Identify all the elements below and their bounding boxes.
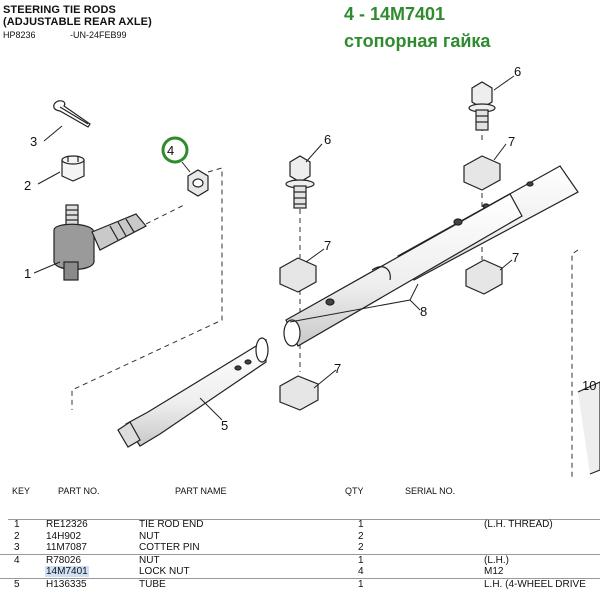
row-remarks: L.H. (4-WHEEL DRIVE bbox=[484, 578, 586, 590]
callout-6-left: 6 bbox=[324, 132, 331, 147]
callout-5: 5 bbox=[221, 418, 228, 433]
parts-table: 1 RE12326 TIE ROD END 1 (L.H. THREAD) 2 … bbox=[0, 519, 600, 590]
tie-rod-end-part[interactable] bbox=[53, 204, 147, 281]
callout-3: 3 bbox=[30, 134, 37, 149]
square-nut-4[interactable] bbox=[465, 259, 503, 295]
row-part-name: TIE ROD END bbox=[139, 519, 204, 530]
row-key: 2 bbox=[14, 530, 20, 542]
title-line-1: STEERING TIE RODS bbox=[3, 4, 116, 16]
table-row[interactable]: 2 14H902 NUT 2 bbox=[0, 531, 600, 543]
row-part-name: NUT bbox=[139, 554, 160, 566]
row-qty: 1 bbox=[358, 554, 364, 566]
row-part-name: LOCK NUT bbox=[139, 566, 190, 577]
row-part-name: NUT bbox=[139, 530, 160, 542]
row-key: 4 bbox=[14, 554, 20, 566]
bolt-part-left[interactable] bbox=[285, 155, 315, 209]
callout-7-bottom: 7 bbox=[334, 361, 341, 376]
row-qty: 2 bbox=[358, 542, 364, 553]
row-part-no: 11M7087 bbox=[46, 542, 87, 553]
row-part-name: COTTER PIN bbox=[139, 542, 200, 553]
row-remarks: M12 bbox=[484, 566, 504, 577]
row-part-no: 14H902 bbox=[46, 530, 82, 542]
column-header-qty: QTY bbox=[345, 486, 364, 496]
row-part-no-highlighted: 14M7401 bbox=[45, 566, 89, 577]
row-key: 5 bbox=[14, 578, 20, 590]
row-qty: 1 bbox=[358, 578, 364, 590]
selected-part-title: 4 - 14M7401 bbox=[344, 4, 446, 24]
diagram-title: STEERING TIE RODS (ADJUSTABLE REAR AXLE) bbox=[3, 4, 152, 28]
castle-nut-part[interactable] bbox=[61, 155, 85, 182]
row-part-no: H136335 bbox=[46, 578, 87, 590]
callout-7-top: 7 bbox=[508, 134, 515, 149]
middle-tube-part[interactable] bbox=[283, 193, 523, 347]
row-key: 3 bbox=[14, 542, 20, 553]
table-row-selected[interactable]: 14M7401 LOCK NUT 4 M12 bbox=[0, 566, 600, 578]
row-remarks: (L.H. THREAD) bbox=[484, 519, 553, 530]
cotter-pin-part[interactable] bbox=[53, 100, 91, 128]
exploded-parts-diagram: 1 2 3 4 5 6 6 7 7 7 7 8 10 bbox=[24, 64, 600, 480]
row-remarks: (L.H.) bbox=[484, 554, 509, 566]
callout-4: 4 bbox=[167, 143, 174, 158]
callout-1: 1 bbox=[24, 266, 31, 281]
callout-8: 8 bbox=[420, 304, 427, 319]
tube-part[interactable] bbox=[117, 337, 269, 448]
table-row[interactable]: 5 H136335 TUBE 1 L.H. (4-WHEEL DRIVE bbox=[0, 577, 600, 591]
callout-2: 2 bbox=[24, 178, 31, 193]
square-nut-2[interactable] bbox=[279, 375, 319, 411]
square-nut-1[interactable] bbox=[279, 257, 317, 293]
row-qty: 1 bbox=[358, 519, 364, 530]
column-header-key: KEY bbox=[12, 486, 31, 496]
row-qty: 2 bbox=[358, 530, 364, 542]
part-4-highlight-circle bbox=[161, 136, 189, 164]
bolt-part-right[interactable] bbox=[468, 81, 496, 131]
title-line-2: (ADJUSTABLE REAR AXLE) bbox=[3, 16, 152, 28]
table-row[interactable]: 1 RE12326 TIE ROD END 1 (L.H. THREAD) bbox=[0, 519, 600, 531]
callout-7-left: 7 bbox=[324, 238, 331, 253]
lock-nut-part[interactable] bbox=[187, 169, 209, 197]
figure-date: -UN-24FEB99 bbox=[70, 30, 127, 40]
row-key: 1 bbox=[14, 519, 20, 530]
row-part-no: RE12326 bbox=[46, 519, 88, 530]
table-row[interactable]: 3 11M7087 COTTER PIN 2 bbox=[0, 542, 600, 554]
table-row[interactable]: 4 R78026 NUT 1 (L.H.) bbox=[0, 553, 600, 567]
selected-part-description: стопорная гайка bbox=[344, 31, 491, 51]
callout-10: 10 bbox=[582, 378, 596, 393]
figure-code: HP8236 bbox=[3, 30, 36, 40]
table-top-rule bbox=[8, 519, 600, 520]
callout-6-right: 6 bbox=[514, 64, 521, 79]
column-header-part-no: PART NO. bbox=[58, 486, 100, 496]
column-header-serial-no: SERIAL NO. bbox=[405, 486, 456, 496]
column-header-part-name: PART NAME bbox=[175, 486, 227, 496]
callout-7-right: 7 bbox=[512, 250, 519, 265]
row-qty: 4 bbox=[358, 566, 364, 577]
square-nut-3[interactable] bbox=[463, 155, 501, 191]
row-part-no: R78026 bbox=[46, 554, 82, 566]
row-part-name: TUBE bbox=[139, 578, 166, 590]
